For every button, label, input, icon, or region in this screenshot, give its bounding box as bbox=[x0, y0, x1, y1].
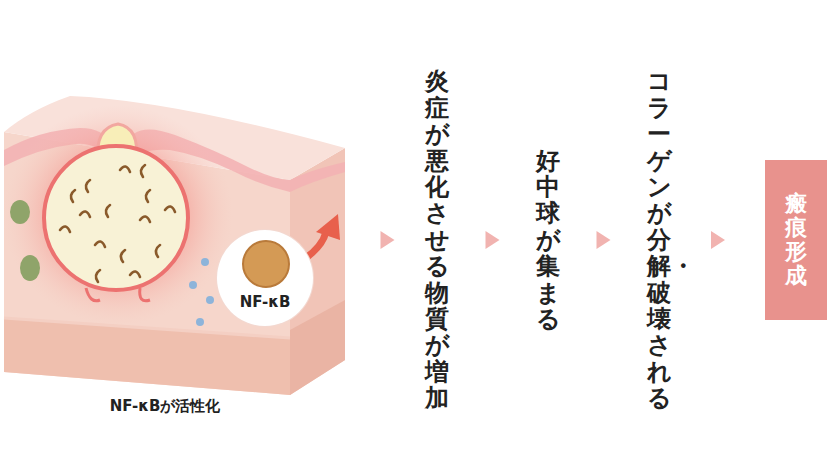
bacterium bbox=[120, 166, 130, 172]
skin-side-deep-layer bbox=[290, 300, 345, 395]
bacterium bbox=[71, 190, 75, 202]
cell bbox=[10, 200, 30, 224]
skin-deep-layer bbox=[4, 318, 290, 395]
bacterium bbox=[156, 245, 160, 257]
dot bbox=[201, 258, 209, 266]
arrow-head bbox=[597, 231, 611, 249]
arrow-head bbox=[316, 214, 340, 240]
step-text: 好中球が集まる bbox=[536, 148, 560, 333]
cell bbox=[20, 255, 40, 281]
follicle bbox=[44, 146, 188, 290]
bacterium bbox=[146, 190, 150, 202]
flow-arrow bbox=[350, 231, 425, 249]
bacterium bbox=[141, 165, 145, 177]
nfkb-circle: NF-κB bbox=[217, 230, 313, 326]
bacterium bbox=[165, 206, 175, 212]
bacterium bbox=[95, 241, 105, 247]
bacterium bbox=[140, 216, 150, 222]
flow-arrow bbox=[560, 231, 647, 249]
bacterium bbox=[130, 271, 140, 277]
caption-label: NF-κBが活性化 bbox=[0, 397, 330, 416]
flow-arrow bbox=[449, 231, 536, 249]
result-label: 瘢痕形成 bbox=[785, 192, 807, 289]
step-text: 炎症が悪化させる物質が増加 bbox=[425, 68, 449, 411]
nfkb-label: NF-κB bbox=[233, 292, 298, 312]
vertical-step-label: 炎症が悪化させる物質が増加 bbox=[425, 68, 449, 411]
dot bbox=[189, 281, 197, 289]
bacterium bbox=[96, 270, 100, 282]
flow-arrow bbox=[671, 231, 765, 249]
bacterium bbox=[80, 211, 90, 217]
vertical-step-label: 好中球が集まる bbox=[536, 148, 560, 333]
result-box: 瘢痕形成 bbox=[765, 160, 827, 320]
dot bbox=[196, 318, 204, 326]
vertical-step-label: コラーゲンが分解・破壊される bbox=[647, 68, 671, 411]
arrow-head bbox=[486, 231, 500, 249]
dot bbox=[206, 296, 214, 304]
arrow-head bbox=[711, 231, 725, 249]
bacterium bbox=[121, 250, 125, 262]
step-text: コラーゲンが分解・破壊される bbox=[647, 68, 671, 411]
bacterium bbox=[86, 180, 90, 192]
bacterium bbox=[60, 226, 70, 232]
follicle-base bbox=[86, 288, 150, 301]
nfkb-dot bbox=[242, 240, 290, 288]
arrow-head bbox=[381, 231, 395, 249]
bacterium bbox=[106, 205, 110, 217]
skin-illustration-node: NF-κBが活性化 NF-κB bbox=[0, 40, 350, 425]
inflammation-glow bbox=[3, 105, 233, 325]
bacteria bbox=[60, 165, 175, 282]
